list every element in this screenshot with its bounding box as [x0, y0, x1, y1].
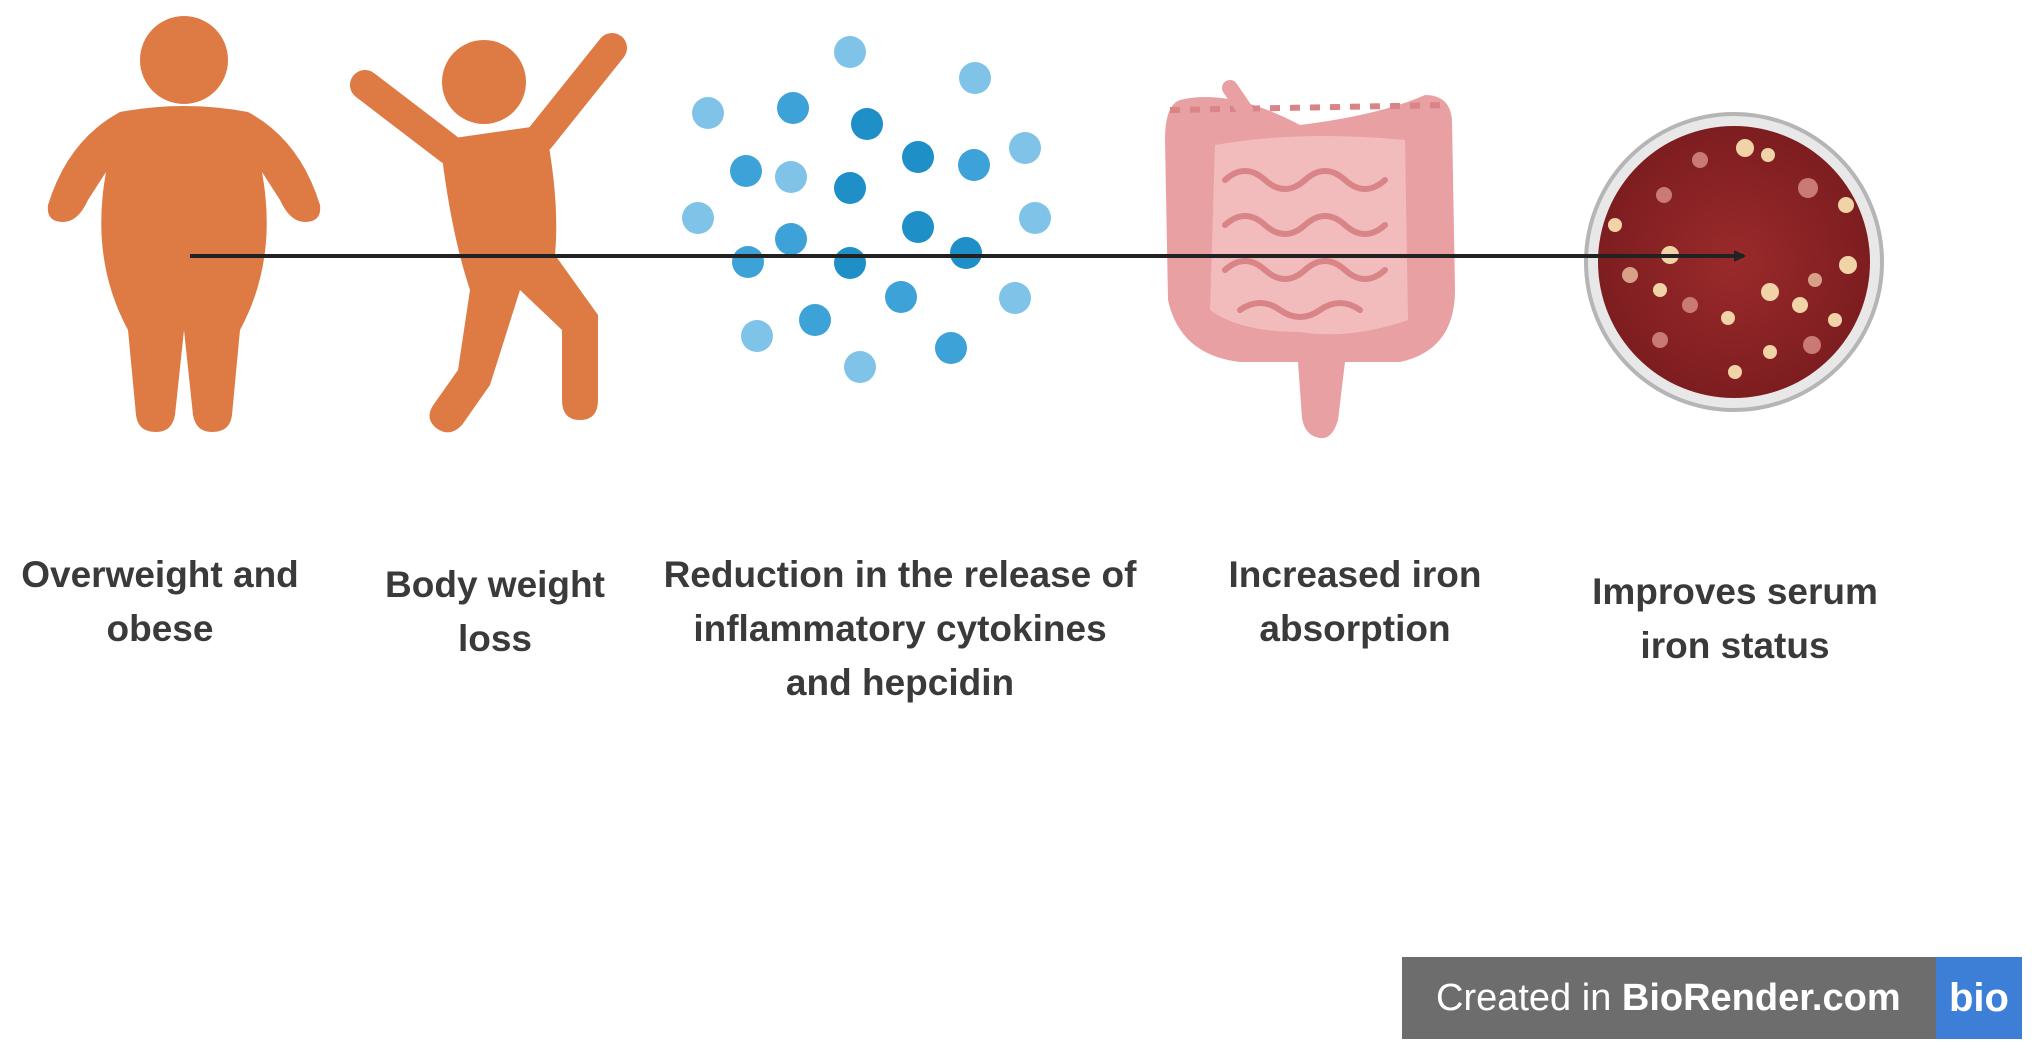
step-label-serum-iron: Improves serum iron status [1592, 571, 1878, 666]
active-person-icon [350, 33, 627, 433]
intestine-icon [1165, 80, 1455, 439]
step-label-absorption: Increased iron absorption [1228, 554, 1482, 649]
blood-cells-icon [1584, 112, 1884, 412]
step-label-weight-loss: Body weight loss [385, 564, 605, 659]
biorender-watermark[interactable]: Created in BioRender.com bio [1402, 957, 2022, 1039]
obese-person-icon [47, 16, 321, 432]
step-label-overweight: Overweight and obese [21, 554, 299, 649]
watermark-brand: BioRender.com [1621, 976, 1901, 1019]
cytokine-particles-icon [682, 36, 1051, 383]
biorender-logo-icon: bio [1936, 957, 2022, 1039]
watermark-text: Created in BioRender.com [1402, 977, 1936, 1020]
watermark-prefix: Created in [1436, 976, 1622, 1019]
step-label-cytokines: Reduction in the release of inflammatory… [663, 554, 1137, 703]
